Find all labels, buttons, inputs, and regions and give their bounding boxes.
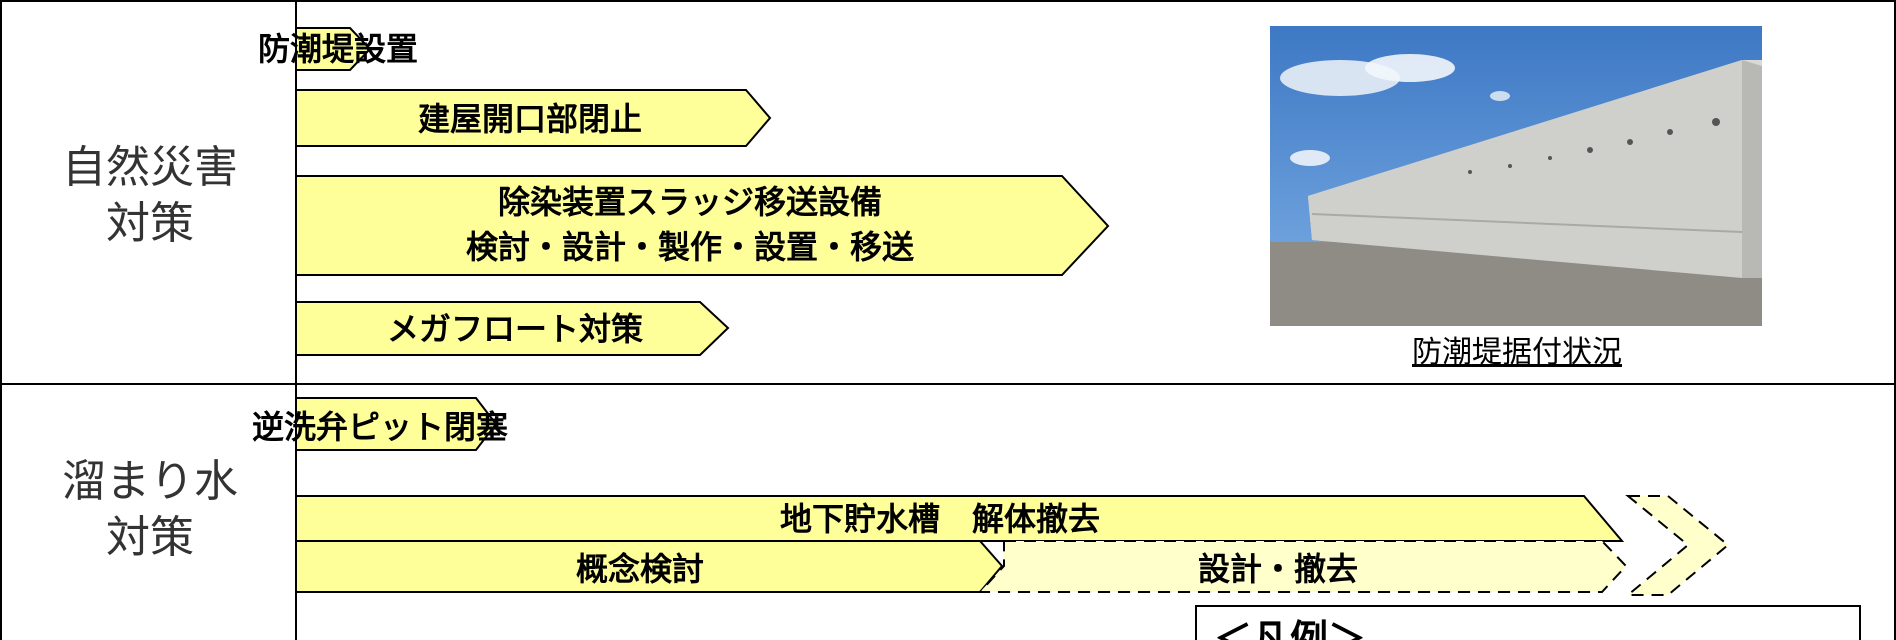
bar-design-removal-label: 設計・撤去 [1198, 550, 1358, 588]
bar-design-removal-planned: 設計・撤去 [977, 540, 1628, 593]
bar-decon-sludge-line2: 検討・設計・製作・設置・移送 [466, 228, 914, 266]
bar-megafloat: メガフロート対策 [295, 301, 730, 356]
bar-concept-study: 概念検討 [295, 540, 1004, 593]
bar-concept-study-label: 概念検討 [576, 550, 704, 588]
bar-backwash-valve: 逆洗弁ピット閉塞 [252, 397, 508, 451]
bar-seawall: 防潮堤設置 [258, 27, 418, 71]
bar-seawall-label: 防潮堤設置 [258, 30, 418, 68]
category-natural-disaster-suffix: 対策 [106, 198, 194, 249]
seawall-photo [1270, 26, 1762, 326]
bar-decon-sludge: 除染装置スラッジ移送設備 検討・設計・製作・設置・移送 [295, 175, 1110, 276]
legend-box: ＜凡例＞ [1195, 605, 1861, 640]
category-retained-water: 溜まり水 [62, 456, 238, 507]
bar-underground-tank-label: 地下貯水槽 解体撤去 [780, 500, 1100, 538]
future-chevron [1625, 495, 1730, 596]
category-natural-disaster: 自然災害 [62, 142, 238, 193]
bar-backwash-valve-label: 逆洗弁ピット閉塞 [252, 408, 508, 446]
bar-decon-sludge-line1: 除染装置スラッジ移送設備 [498, 183, 882, 221]
photo-caption: 防潮堤据付状況 [1412, 335, 1622, 370]
bar-underground-tank: 地下貯水槽 解体撤去 [295, 495, 1625, 542]
legend-title: ＜凡例＞ [1214, 617, 1366, 640]
bar-building-openings-label: 建屋開口部閉止 [418, 100, 642, 138]
bar-building-openings: 建屋開口部閉止 [295, 89, 772, 147]
bar-megafloat-label: メガフロート対策 [387, 310, 643, 348]
category-retained-water-suffix: 対策 [106, 512, 194, 563]
